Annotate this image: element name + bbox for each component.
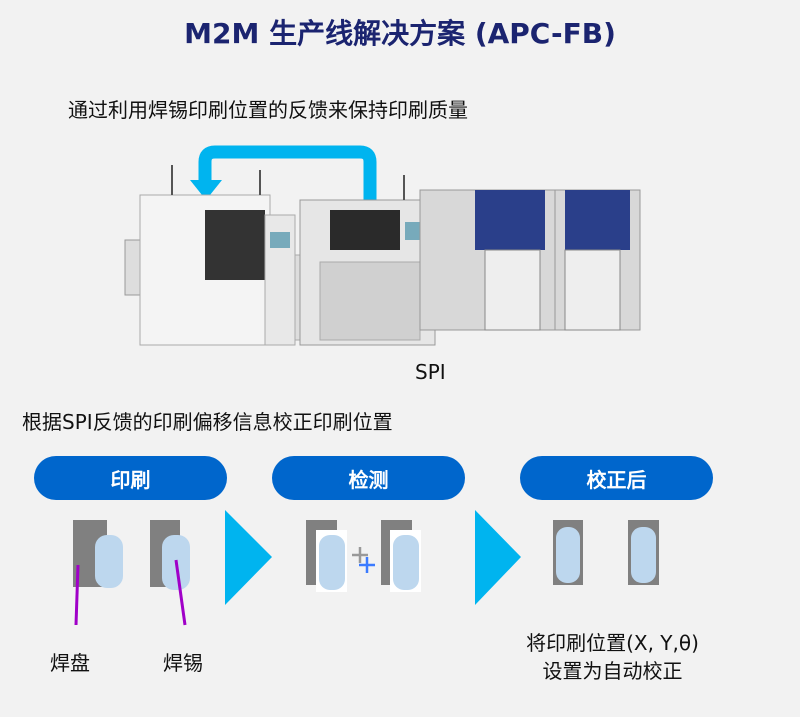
pad-label: 焊盘 <box>50 651 90 675</box>
note-line-1: 将印刷位置(X, Y,θ) <box>526 631 699 655</box>
solder-paste <box>319 535 345 590</box>
solder-paste <box>631 527 656 583</box>
solder-paste <box>556 527 580 583</box>
step-print: 印刷 <box>34 456 227 500</box>
note-line-2: 设置为自动校正 <box>542 659 683 683</box>
spi-machine <box>299 175 436 346</box>
subtitle: 通过利用焊锡印刷位置的反馈来保持印刷质量 <box>68 98 468 122</box>
page-title: M2M 生产线解决方案 (APC-FB) <box>184 17 616 50</box>
section-heading: 根据SPI反馈的印刷偏移信息校正印刷位置 <box>22 410 393 434</box>
step-arrow <box>475 510 521 605</box>
target-cross-icon <box>352 547 368 563</box>
spi-label: SPI <box>415 360 446 384</box>
step-inspect: 检测 <box>272 456 465 500</box>
solder-leader-line <box>174 559 187 626</box>
measured-cross-icon <box>359 557 375 573</box>
solder-paste <box>95 535 123 588</box>
pad-leader-line <box>74 564 80 626</box>
step-arrow <box>225 510 272 605</box>
mounter-machines <box>419 189 641 331</box>
printer-machine <box>124 165 321 346</box>
solder-label: 焊锡 <box>163 651 203 675</box>
feedback-arrow <box>198 145 377 200</box>
feedback-arrow-head <box>190 180 222 200</box>
solder-paste <box>393 535 419 590</box>
step-corrected: 校正后 <box>520 456 713 500</box>
